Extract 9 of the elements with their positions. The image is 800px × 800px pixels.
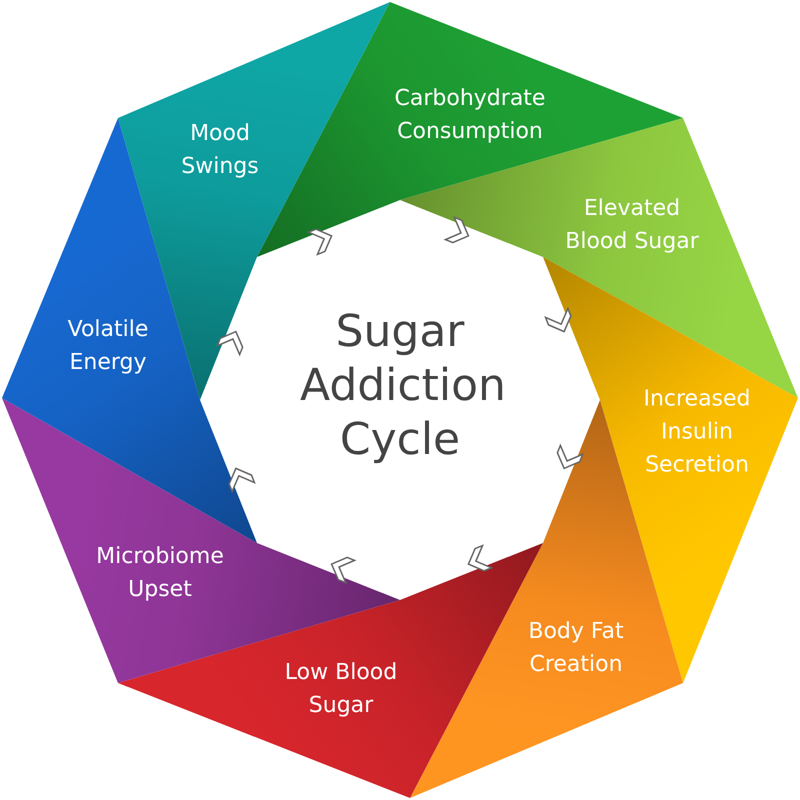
segment-label: Mood Swings (180, 120, 260, 181)
segment-label: Carbohydrate Consumption (394, 85, 546, 146)
segment-label: Microbiome Upset (95, 543, 225, 604)
segment-label: Increased Insulin Secretion (642, 386, 752, 480)
segment-label: Body Fat Creation (527, 618, 625, 679)
segment-label: Elevated Blood Sugar (564, 195, 700, 256)
center-title: Sugar Addiction Cycle (300, 305, 500, 467)
segment-label: Volatile Energy (66, 316, 150, 377)
segment-label: Low Blood Sugar (284, 659, 398, 720)
